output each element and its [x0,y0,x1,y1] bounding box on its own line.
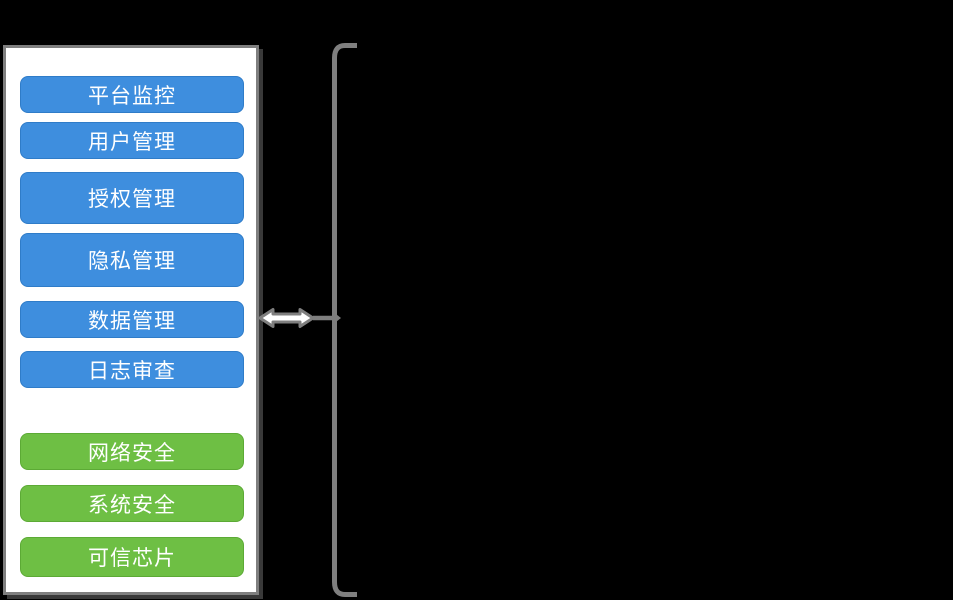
left-brace-icon [332,43,357,597]
brace-cusp-icon [334,312,341,324]
box-data-management: 数据管理 [20,301,244,338]
box-platform-monitoring: 平台监控 [20,76,244,113]
box-data-management-label: 数据管理 [88,309,176,333]
box-authorization-management: 授权管理 [20,172,244,224]
box-user-management: 用户管理 [20,122,244,159]
box-log-audit-label: 日志审查 [88,359,176,383]
box-system-security-label: 系统安全 [88,493,176,517]
box-system-security: 系统安全 [20,485,244,522]
box-platform-monitoring-label: 平台监控 [88,84,176,108]
box-trusted-chip: 可信芯片 [20,537,244,577]
double-arrow-icon [258,308,315,328]
box-log-audit: 日志审查 [20,351,244,388]
box-network-security-label: 网络安全 [88,441,176,465]
box-authorization-management-label: 授权管理 [88,188,176,211]
box-privacy-management: 隐私管理 [20,233,244,287]
box-user-management-label: 用户管理 [88,130,176,154]
box-trusted-chip-label: 可信芯片 [88,547,176,570]
management-panel: 平台监控 用户管理 授权管理 隐私管理 数据管理 日志审查 网络安全 系统安全 … [3,45,259,595]
box-network-security: 网络安全 [20,433,244,470]
box-privacy-management-label: 隐私管理 [88,250,176,273]
